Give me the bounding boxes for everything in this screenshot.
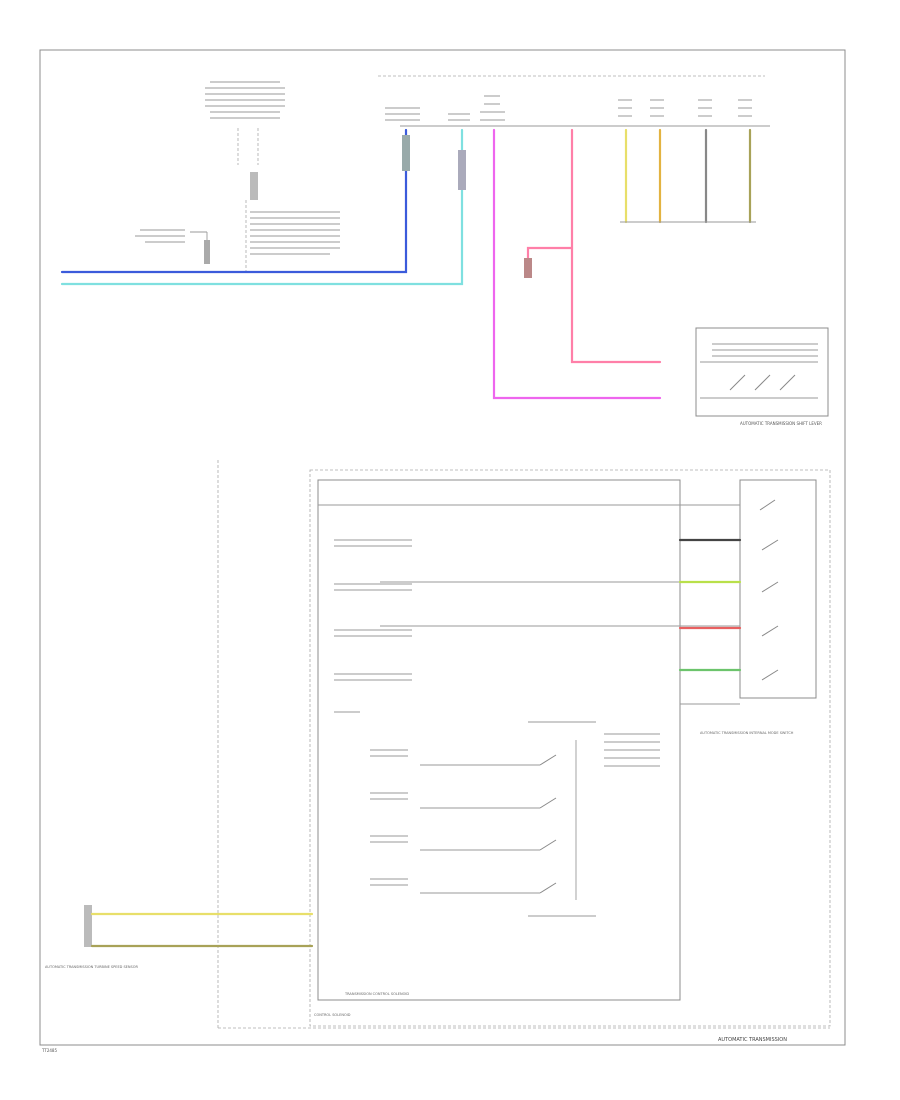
lower-left-labels (334, 539, 412, 713)
relay-group (618, 99, 752, 117)
lower-wires (318, 504, 742, 705)
left-small-connector (204, 240, 210, 264)
control-solenoid-frame (309, 469, 831, 1027)
top-left-label-block (205, 81, 285, 119)
range-sensor-label: AUTOMATIC TRANSMISSION INTERNAL MODE SWI… (700, 731, 794, 735)
speed-sensor-label: AUTOMATIC TRANSMISSION TURBINE SPEED SEN… (45, 965, 138, 969)
speed-sensor-connector (84, 905, 92, 947)
shift-lever-label: AUTOMATIC TRANSMISSION SHIFT LEVER (740, 421, 822, 426)
pink-connector (524, 258, 532, 278)
left-small-label (135, 229, 185, 243)
wire-magenta (492, 128, 662, 400)
diagram-title: AUTOMATIC TRANSMISSION (718, 1037, 787, 1043)
range-sensor-box (739, 479, 817, 699)
connector-block (250, 172, 258, 200)
tcs-frame (317, 479, 681, 1001)
tcs-label: TRANSMISSION CONTROL SOLENOID (344, 992, 409, 996)
wire-blue (60, 128, 408, 274)
range-switches (759, 499, 779, 681)
connector-text-block (250, 211, 340, 255)
top-labels (385, 95, 505, 121)
pressure-switches (370, 721, 660, 917)
shift-lever-box (695, 327, 829, 417)
page-code: TT2485 (41, 1048, 57, 1053)
outer-frame (39, 49, 846, 1046)
shift-lever-internals (700, 343, 818, 399)
wire-pink-branch (526, 246, 574, 272)
cyan-connector (458, 150, 466, 190)
wire-pink (570, 128, 662, 364)
control-solenoid-label: CONTROL SOLENOID (314, 1013, 351, 1017)
blue-connector (402, 135, 410, 171)
